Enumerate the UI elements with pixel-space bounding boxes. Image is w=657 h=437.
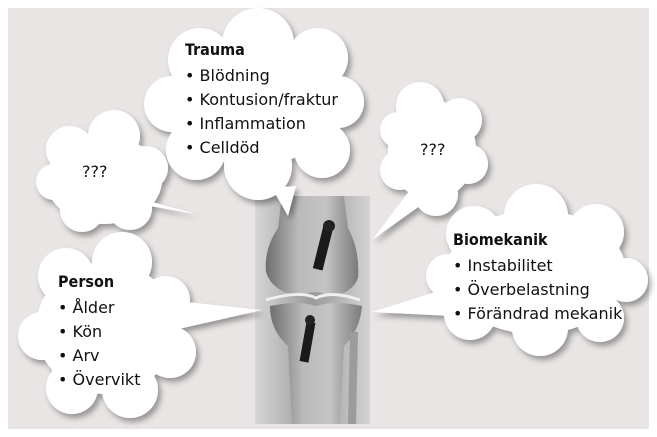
list-item: Arv (58, 344, 140, 368)
list-item: Kön (58, 320, 140, 344)
cloud-trauma-title: Trauma (185, 38, 338, 62)
list-item: Kontusion/fraktur (185, 88, 338, 112)
list-item: Övervikt (58, 368, 140, 392)
cloud-trauma-list: Blödning Kontusion/fraktur Inflammation … (185, 64, 338, 160)
list-item: Instabilitet (453, 254, 622, 278)
cloud-biomekanik-title: Biomekanik (453, 228, 622, 252)
cloud-unknown-right: ??? (420, 140, 445, 159)
cloud-person-list: Ålder Kön Arv Övervikt (58, 296, 140, 392)
cloud-biomekanik-list: Instabilitet Överbelastning Förändrad me… (453, 254, 622, 326)
knee-xray-image (255, 196, 370, 424)
list-item: Förändrad mekanik (453, 302, 622, 326)
cloud-trauma: Trauma Blödning Kontusion/fraktur Inflam… (185, 38, 338, 160)
cloud-biomekanik: Biomekanik Instabilitet Överbelastning F… (453, 228, 622, 326)
cloud-person: Person Ålder Kön Arv Övervikt (58, 270, 140, 392)
list-item: Inflammation (185, 112, 338, 136)
cloud-person-title: Person (58, 270, 140, 294)
list-item: Ålder (58, 296, 140, 320)
cloud-unknown-left: ??? (82, 162, 107, 181)
list-item: Blödning (185, 64, 338, 88)
list-item: Överbelastning (453, 278, 622, 302)
list-item: Celldöd (185, 136, 338, 160)
